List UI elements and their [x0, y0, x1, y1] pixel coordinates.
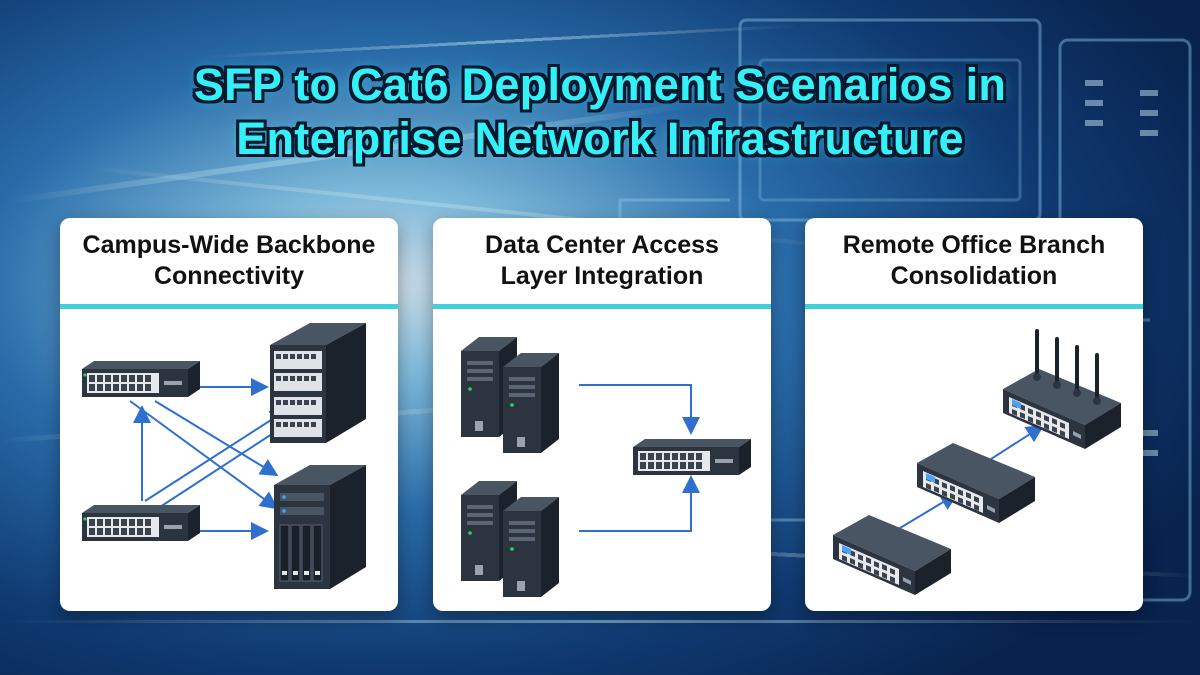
title-line-1: SFP to Cat6 Deployment Scenarios in — [193, 59, 1007, 110]
panel-campus-backbone: Campus-Wide Backbone Connectivity — [60, 218, 398, 611]
tower-server-icon — [503, 353, 559, 453]
panel-heading: Remote Office Branch Consolidation — [805, 218, 1143, 304]
panel-heading-line-2: Connectivity — [153, 262, 304, 290]
campus-diagram — [82, 323, 366, 589]
panel-heading-line-1: Data Center Access — [485, 231, 719, 259]
panel-diagram — [60, 309, 398, 611]
panel-remote-office: Remote Office Branch Consolidation — [805, 218, 1143, 611]
panel-divider — [433, 304, 771, 309]
switch-icon — [633, 439, 751, 475]
panel-data-center: Data Center Access Layer Integration — [433, 218, 771, 611]
switch-icon — [82, 361, 200, 397]
panel-divider — [60, 304, 398, 309]
panel-diagram — [433, 309, 771, 611]
panel-heading: Data Center Access Layer Integration — [433, 218, 771, 304]
switch-icon — [917, 443, 1035, 523]
panel-heading-line-1: Campus-Wide Backbone — [82, 231, 376, 259]
connection-arrows — [894, 424, 1045, 532]
connection-arrows — [579, 384, 700, 532]
switch-icon — [833, 515, 951, 595]
page-title: SFP to Cat6 Deployment Scenarios in Ente… — [0, 58, 1200, 166]
panel-heading-line-2: Layer Integration — [500, 262, 704, 290]
server-rack-icon — [270, 323, 366, 443]
panel-heading-line-2: Consolidation — [890, 262, 1058, 290]
panel-diagram — [805, 309, 1143, 611]
switch-icon — [82, 505, 200, 541]
tower-server-icon — [503, 497, 559, 597]
remote-office-diagram — [833, 329, 1121, 595]
panel-heading-line-1: Remote Office Branch — [842, 231, 1106, 259]
panel-divider — [805, 304, 1143, 309]
wireless-router-icon — [1003, 329, 1121, 449]
storage-array-icon — [274, 465, 366, 589]
panel-heading: Campus-Wide Backbone Connectivity — [60, 218, 398, 304]
title-line-2: Enterprise Network Infrastructure — [236, 113, 964, 164]
datacenter-diagram — [461, 337, 751, 597]
